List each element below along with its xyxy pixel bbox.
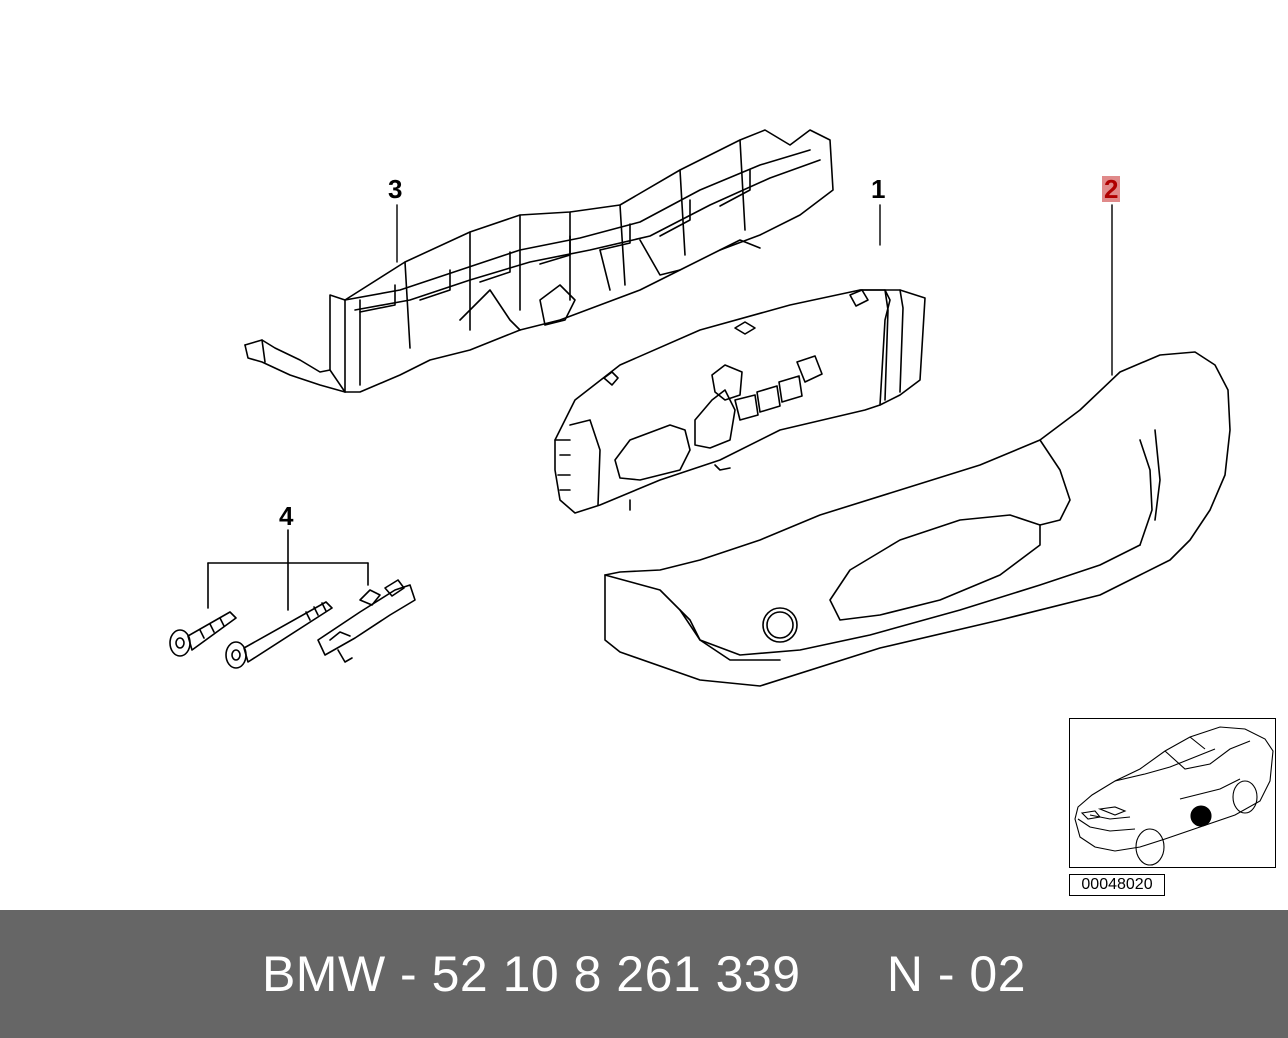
part-number-caption: BMW - 52 10 8 261 339 N - 02 [261,946,1027,1002]
callout-part-3[interactable]: 3 [388,174,403,204]
part-4-fasteners[interactable] [169,529,416,669]
callout-part-1[interactable]: 1 [871,174,886,204]
part-3-bracket[interactable] [244,129,834,393]
callout-part-4[interactable]: 4 [279,501,294,531]
parts-drawing [169,129,1231,687]
callout-part-2[interactable]: 2 [1102,174,1121,204]
vehicle-location-inset [1069,718,1276,868]
diagram-code-label: 00048020 [1069,874,1165,896]
leader-lines [396,204,1113,376]
car-outline-icon [1074,726,1274,866]
part-1-switch-panel[interactable] [554,289,926,514]
footer-bar: BMW - 52 10 8 261 339 N - 02 [0,910,1288,1038]
part-2-side-trim[interactable] [604,351,1231,687]
parts-diagram: 3 1 2 4 00048020 [169,129,1276,896]
